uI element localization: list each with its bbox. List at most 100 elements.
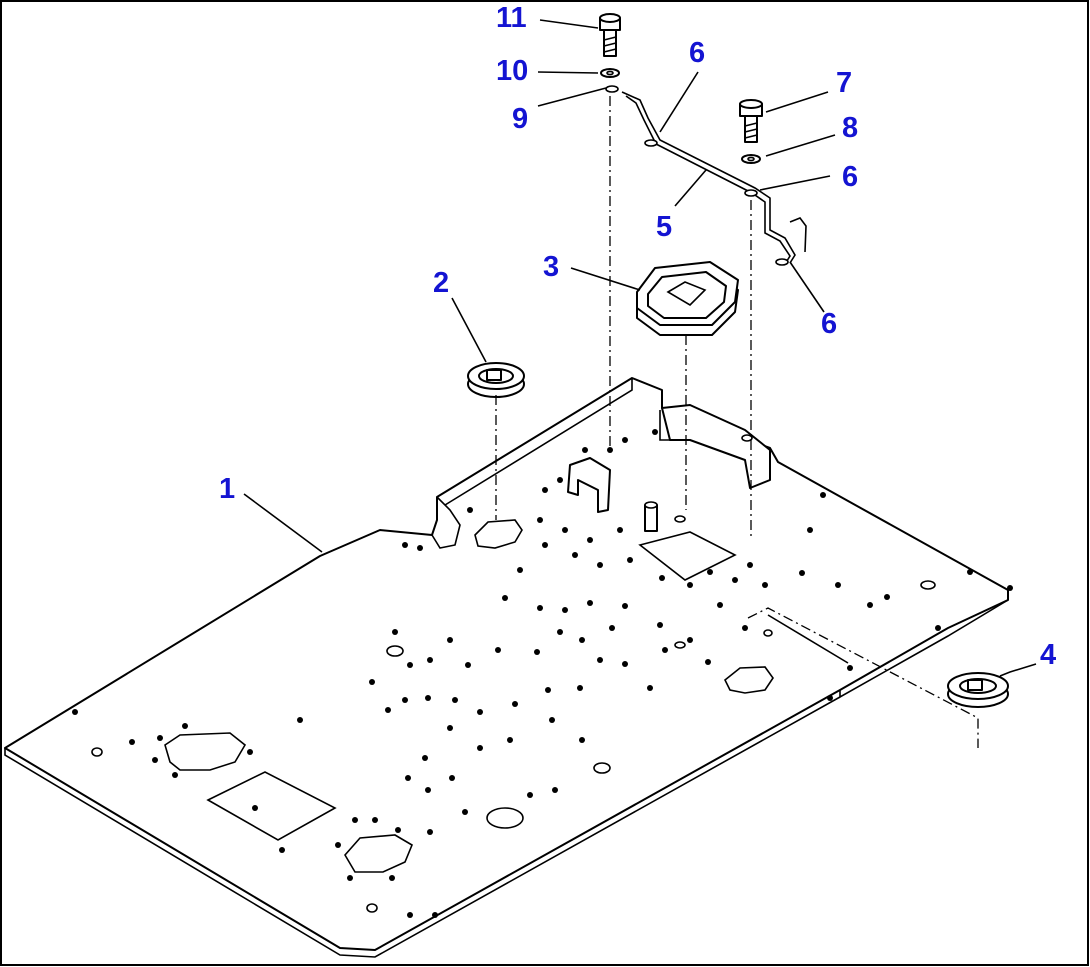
mounting-hole <box>572 552 578 558</box>
mounting-hole <box>495 647 501 653</box>
mounting-hole <box>747 562 753 568</box>
mounting-hole <box>579 637 585 643</box>
mounting-hole <box>152 757 158 763</box>
mounting-hole <box>549 717 555 723</box>
mounting-hole <box>447 725 453 731</box>
callout-6-top: 6 <box>689 37 705 69</box>
mounting-hole <box>512 701 518 707</box>
mounting-hole <box>465 662 471 668</box>
mounting-hole <box>552 787 558 793</box>
mounting-hole <box>157 735 163 741</box>
mounting-hole <box>587 537 593 543</box>
mounting-hole <box>405 775 411 781</box>
mounting-hole <box>402 697 408 703</box>
mounting-hole <box>527 792 533 798</box>
grommet-right <box>947 672 1009 708</box>
mounting-hole <box>687 637 693 643</box>
bolt-7 <box>739 99 763 143</box>
mounting-hole <box>587 600 593 606</box>
washer-8 <box>741 154 761 164</box>
mounting-holes <box>72 429 1013 918</box>
mounting-hole <box>762 582 768 588</box>
mounting-hole <box>335 842 341 848</box>
mounting-hole <box>577 685 583 691</box>
mounting-hole <box>799 570 805 576</box>
mounting-hole <box>447 637 453 643</box>
callout-11: 11 <box>496 2 527 34</box>
mounting-hole <box>820 492 826 498</box>
mounting-hole <box>402 542 408 548</box>
mounting-hole <box>252 805 258 811</box>
callout-3: 3 <box>543 251 559 283</box>
mounting-hole <box>395 827 401 833</box>
mounting-hole <box>732 577 738 583</box>
bolt-11 <box>599 13 621 57</box>
callout-6-middle: 6 <box>842 161 858 193</box>
mounting-hole <box>407 662 413 668</box>
mounting-hole <box>617 527 623 533</box>
mounting-hole <box>622 603 628 609</box>
mounting-hole <box>422 755 428 761</box>
callout-8: 8 <box>842 112 858 144</box>
mounting-hole <box>1007 585 1013 591</box>
mounting-hole <box>462 809 468 815</box>
square-grommet <box>636 261 739 336</box>
leader-lines <box>243 19 1037 677</box>
mounting-hole <box>609 625 615 631</box>
mounting-hole <box>369 679 375 685</box>
floor-plate <box>4 377 1009 958</box>
mounting-hole <box>279 847 285 853</box>
callout-9: 9 <box>512 103 528 135</box>
mounting-hole <box>557 629 563 635</box>
mounting-hole <box>542 487 548 493</box>
mounting-hole <box>662 647 668 653</box>
mounting-hole <box>347 875 353 881</box>
mounting-hole <box>389 875 395 881</box>
mounting-hole <box>557 477 563 483</box>
washer-10 <box>600 68 620 78</box>
callout-6-bottom: 6 <box>821 308 837 340</box>
callouts: 1 2 3 4 5 6 6 6 7 8 9 10 11 <box>219 2 1056 671</box>
mounting-hole <box>562 527 568 533</box>
wire-bracket <box>605 85 807 266</box>
mounting-hole <box>425 787 431 793</box>
mounting-hole <box>597 562 603 568</box>
mounting-hole <box>477 745 483 751</box>
mounting-hole <box>717 602 723 608</box>
mounting-hole <box>607 447 613 453</box>
mounting-hole <box>449 775 455 781</box>
mounting-hole <box>545 687 551 693</box>
callout-2: 2 <box>433 267 449 299</box>
mounting-hole <box>417 545 423 551</box>
mounting-hole <box>407 912 413 918</box>
callout-5: 5 <box>656 211 672 243</box>
mounting-hole <box>827 695 833 701</box>
mounting-hole <box>432 912 438 918</box>
mounting-hole <box>352 817 358 823</box>
mounting-hole <box>537 517 543 523</box>
mounting-hole <box>705 659 711 665</box>
mounting-hole <box>847 665 853 671</box>
mounting-hole <box>477 709 483 715</box>
mounting-hole <box>72 709 78 715</box>
mounting-hole <box>507 737 513 743</box>
callout-1: 1 <box>219 473 235 505</box>
mounting-hole <box>622 661 628 667</box>
alignment-lines <box>495 96 979 748</box>
mounting-hole <box>534 649 540 655</box>
mounting-hole <box>562 607 568 613</box>
mounting-hole <box>647 685 653 691</box>
mounting-hole <box>172 772 178 778</box>
callout-7: 7 <box>836 67 852 99</box>
mounting-hole <box>627 557 633 563</box>
mounting-hole <box>427 829 433 835</box>
mounting-hole <box>247 749 253 755</box>
mounting-hole <box>657 622 663 628</box>
callout-10: 10 <box>496 55 528 87</box>
mounting-hole <box>182 723 188 729</box>
mounting-hole <box>427 657 433 663</box>
mounting-hole <box>537 605 543 611</box>
